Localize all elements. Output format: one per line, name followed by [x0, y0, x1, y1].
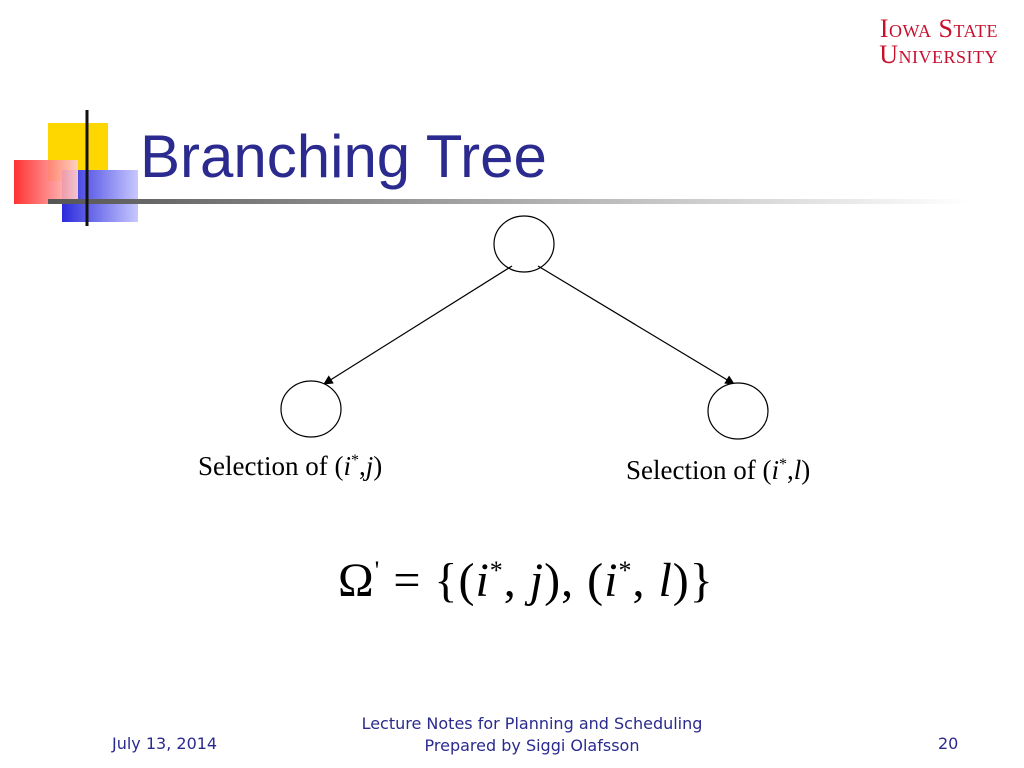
footer-line-2: Prepared by Siggi Olafsson: [424, 736, 640, 755]
edge-left: [323, 265, 513, 385]
footer-line-1: Lecture Notes for Planning and Schedulin…: [361, 714, 703, 733]
omega-formula: Ω' = {(i*, j), (i*, l)}: [338, 554, 714, 607]
university-logo: Iowa State University: [879, 16, 998, 68]
title-decoration: [14, 110, 968, 226]
red-square: [14, 160, 78, 204]
logo-line-2: University: [879, 40, 998, 69]
footer-date: July 13, 2014: [112, 734, 218, 753]
right-branch-label: Selection of (i*,l): [626, 455, 811, 485]
footer-course-info: Lecture Notes for Planning and Schedulin…: [312, 713, 752, 757]
edge-right: [537, 265, 735, 385]
left-branch-label: Selection of (i*,j): [198, 451, 383, 481]
left-child-node: [280, 380, 342, 438]
root-node: [493, 215, 555, 273]
slide-number: 20: [938, 734, 959, 753]
title-rule: [48, 199, 968, 204]
logo-line-1: Iowa State: [879, 14, 998, 43]
right-child-node: [707, 382, 769, 440]
slide-title: Branching Tree: [140, 123, 547, 190]
